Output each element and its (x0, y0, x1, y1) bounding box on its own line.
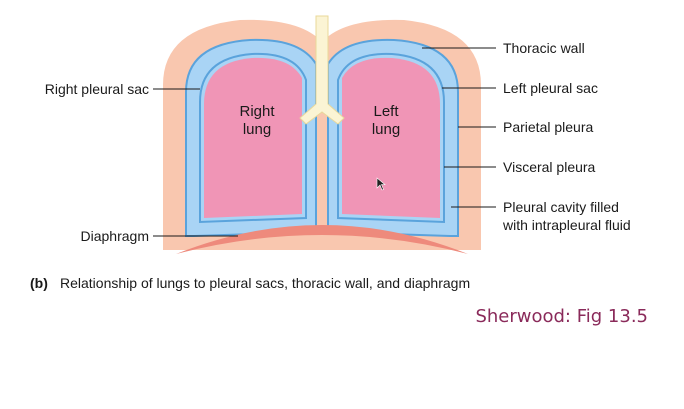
label-diaphragm: Diaphragm (81, 228, 149, 244)
right-lung (204, 57, 302, 219)
trachea (299, 15, 345, 125)
label-visceral-pleura: Visceral pleura (503, 159, 596, 175)
cursor-icon (376, 177, 386, 191)
right-visceral-pleura (199, 52, 307, 224)
label-pleural-cavity-line1: Pleural cavity filled (503, 199, 619, 215)
right-lung-label-line2: lung (243, 121, 271, 138)
caption-letter: (b) (30, 275, 48, 291)
label-left-pleural-sac: Left pleural sac (503, 80, 598, 96)
left-lung-label-line1: Left (373, 103, 399, 120)
left-lung-label-line2: lung (372, 121, 400, 138)
label-thoracic-wall: Thoracic wall (503, 40, 585, 56)
left-lung (342, 57, 440, 219)
label-pleural-cavity-line2: with intrapleural fluid (502, 217, 631, 233)
left-visceral-pleura (337, 52, 445, 224)
caption-text: Relationship of lungs to pleural sacs, t… (60, 275, 471, 291)
right-lung-label-line1: Right (239, 103, 275, 120)
label-right-pleural-sac: Right pleural sac (45, 81, 149, 97)
diaphragm (176, 225, 468, 254)
source-citation: Sherwood: Fig 13.5 (475, 306, 648, 327)
label-parietal-pleura: Parietal pleura (503, 119, 593, 135)
